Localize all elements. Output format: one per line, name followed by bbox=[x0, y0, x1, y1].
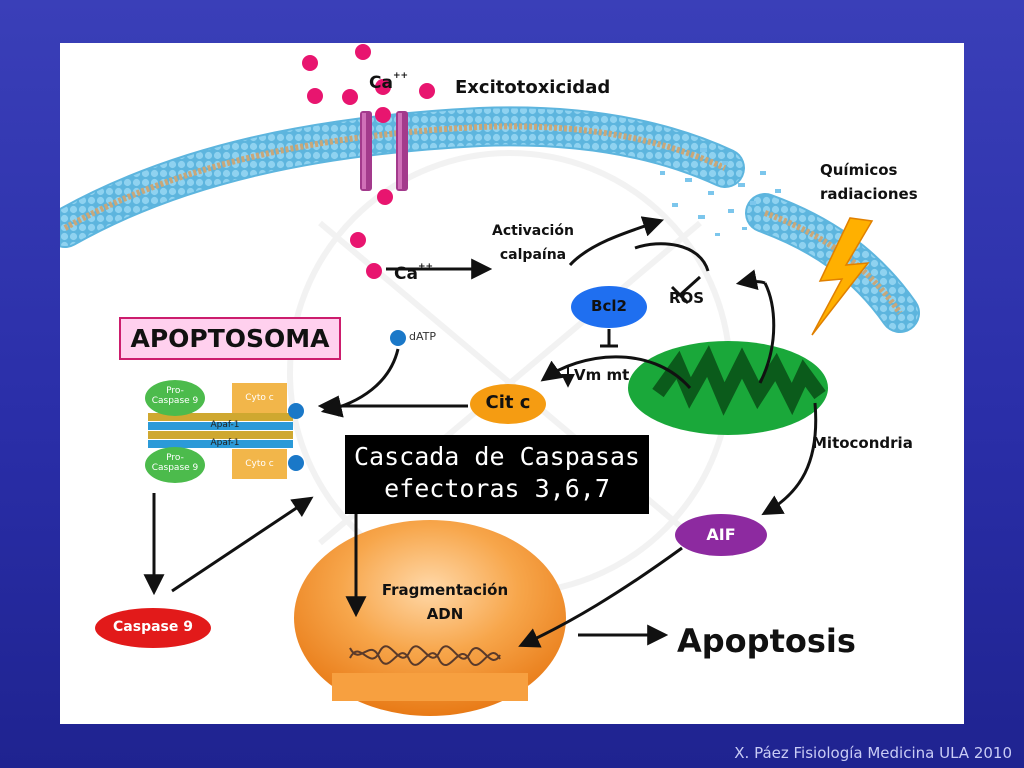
radiaciones-label: radiaciones bbox=[820, 185, 918, 203]
procaspase9-top-line1: Pro- bbox=[166, 386, 184, 396]
mitocondria-label: Mitocondria bbox=[812, 434, 913, 452]
cit-c-label: Cit c bbox=[485, 392, 531, 413]
apoptosis-title: Apoptosis bbox=[677, 622, 856, 660]
calcium-ions bbox=[302, 44, 435, 279]
calpaina-label: calpaína bbox=[499, 247, 567, 263]
datp-dot bbox=[390, 330, 406, 346]
ca-mid-label: Ca++ bbox=[394, 262, 434, 284]
apoptosis-diagram bbox=[60, 44, 920, 716]
bcl2-label: Bcl2 bbox=[591, 297, 627, 315]
apaf1-bottom-label: Apaf-1 bbox=[210, 438, 240, 448]
aif-shape bbox=[675, 514, 767, 556]
activacion-label: Activación bbox=[492, 223, 574, 239]
cytoc-top-label: Cyto c bbox=[245, 393, 274, 403]
calcium-channel bbox=[360, 111, 408, 191]
bcl2-shape bbox=[571, 286, 647, 328]
mitochondria bbox=[628, 341, 828, 435]
datp-label: dATP bbox=[409, 330, 437, 343]
procaspase9-top-line2: Caspase 9 bbox=[151, 396, 199, 406]
procaspase9-top-label: Pro- Caspase 9 bbox=[145, 386, 205, 406]
membrane-fragments bbox=[660, 148, 781, 236]
caspase9-label: Caspase 9 bbox=[113, 619, 193, 635]
adn-label: ADN bbox=[426, 605, 464, 623]
ca-mid-text: Ca bbox=[394, 264, 418, 284]
procaspase9-bottom-line1: Pro- bbox=[166, 453, 184, 463]
apoptosoma-title: APOPTOSOMA bbox=[119, 317, 341, 360]
ros-label: ROS bbox=[669, 289, 705, 307]
procaspase9-bottom-line2: Caspase 9 bbox=[151, 463, 199, 473]
aif-label: AIF bbox=[706, 525, 736, 544]
ca-top-sup: ++ bbox=[392, 71, 409, 81]
lightning-icon bbox=[811, 217, 874, 336]
apoptosome-complex bbox=[145, 380, 304, 483]
procaspase9-bottom-label: Pro- Caspase 9 bbox=[145, 453, 205, 473]
fragmentacion-label: Fragmentación bbox=[381, 581, 509, 599]
arrows bbox=[143, 216, 818, 648]
caspase9-shape bbox=[95, 608, 211, 648]
ca-top-text: Ca bbox=[369, 73, 393, 93]
cascade-caspasas-box: Cascada de Caspasas efectoras 3,6,7 bbox=[345, 435, 649, 514]
cytoc-bottom-label: Cyto c bbox=[245, 459, 274, 469]
cascade-line2: efectoras 3,6,7 bbox=[384, 474, 610, 503]
ca-mid-sup: ++ bbox=[417, 262, 434, 272]
nucleus bbox=[294, 520, 566, 716]
cell-membrane bbox=[60, 106, 745, 248]
footer-credit: X. Páez Fisiología Medicina ULA 2010 bbox=[734, 744, 1012, 762]
cascade-line1: Cascada de Caspasas bbox=[354, 442, 640, 471]
vm-mt-label: Vm mt bbox=[574, 366, 630, 384]
cit-c-shape bbox=[470, 384, 546, 424]
quimicos-label: Químicos bbox=[820, 161, 898, 179]
apaf1-top-label: Apaf-1 bbox=[210, 420, 240, 430]
excitotoxicidad-label: Excitotoxicidad bbox=[455, 77, 611, 98]
diagram-panel: Ca++ Excitotoxicidad Químicos radiacione… bbox=[60, 43, 964, 724]
ca-top-label: Ca++ bbox=[369, 71, 409, 93]
